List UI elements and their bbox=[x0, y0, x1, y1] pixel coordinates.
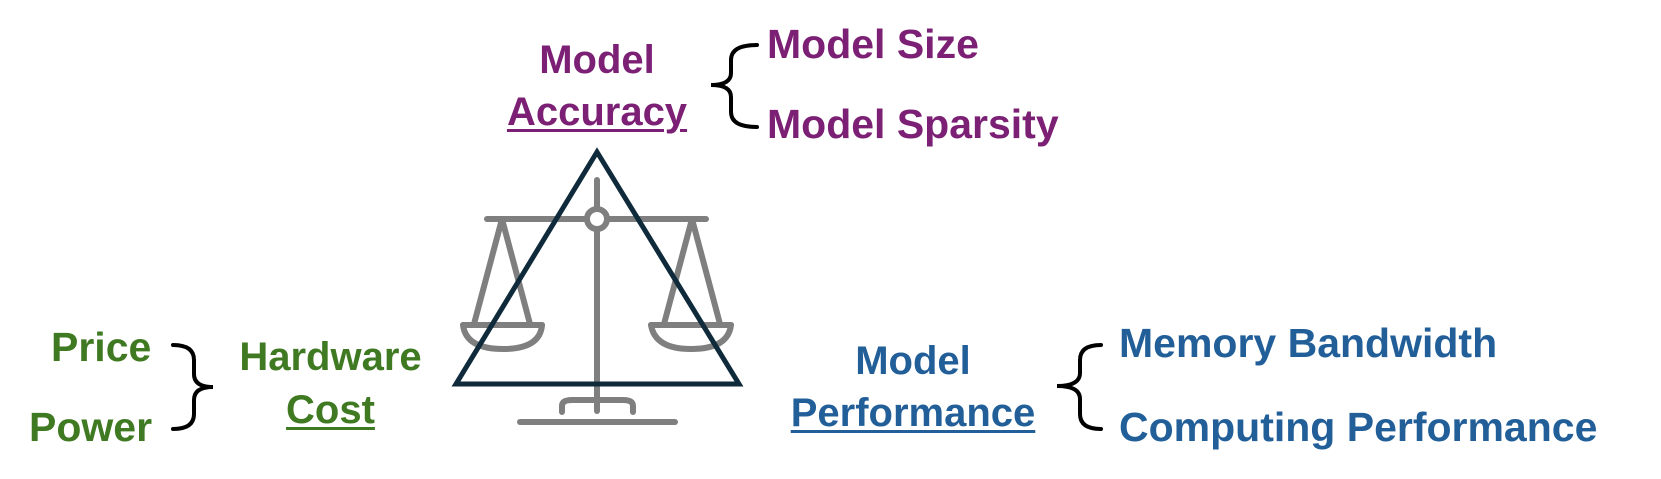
cost-title-line2: Cost bbox=[286, 388, 375, 432]
accuracy-title-line1: Model bbox=[539, 38, 655, 82]
accuracy-title: Model Accuracy bbox=[480, 40, 714, 132]
accuracy-item-model-size: Model Size bbox=[767, 21, 979, 67]
cost-item-power: Power bbox=[29, 404, 153, 450]
performance-item-computing-performance: Computing Performance bbox=[1119, 404, 1598, 450]
cost-item-price: Price bbox=[51, 324, 152, 370]
accuracy-title-line2: Accuracy bbox=[506, 90, 688, 134]
accuracy-item-model-sparsity: Model Sparsity bbox=[767, 101, 1059, 147]
performance-brace-icon bbox=[1056, 343, 1103, 431]
performance-item-memory-bandwidth: Memory Bandwidth bbox=[1119, 320, 1498, 366]
balance-scale-icon bbox=[460, 177, 734, 425]
performance-title: Model Performance bbox=[763, 341, 1063, 433]
accuracy-brace-icon bbox=[710, 43, 759, 129]
cost-title-line1: Hardware bbox=[239, 335, 422, 379]
triangle-icon bbox=[451, 147, 744, 387]
cost-title: Hardware Cost bbox=[222, 337, 439, 430]
performance-title-line1: Model bbox=[855, 339, 971, 383]
performance-title-line2: Performance bbox=[790, 391, 1036, 435]
cost-brace-icon bbox=[171, 343, 214, 431]
